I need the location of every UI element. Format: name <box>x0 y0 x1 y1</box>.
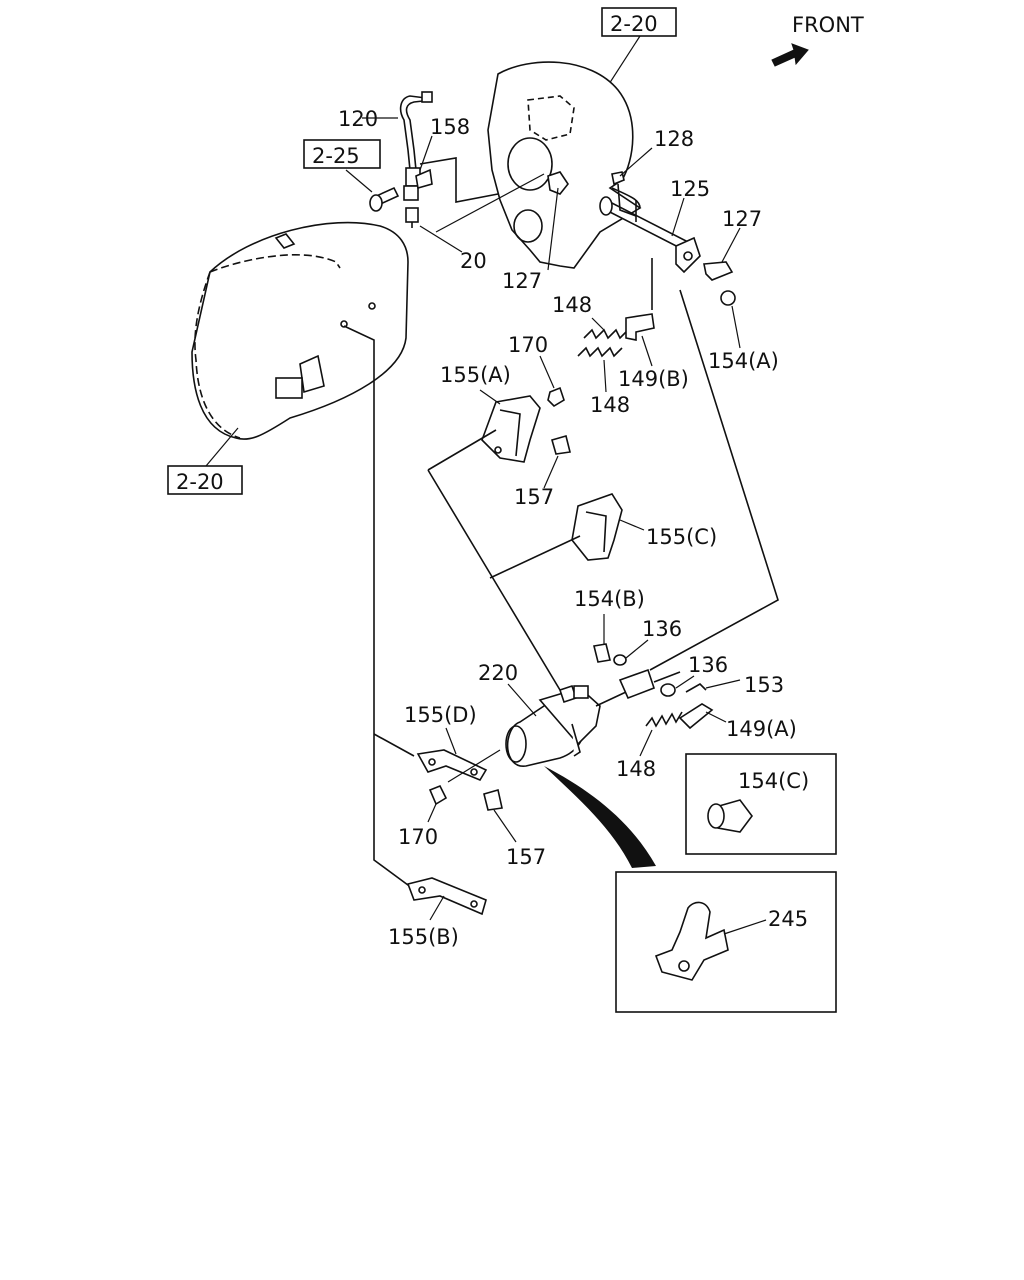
label-148-lower: 148 <box>616 757 656 781</box>
detail-box-154c <box>685 753 837 855</box>
label-136-lower: 136 <box>688 653 728 677</box>
bracket-155c <box>571 493 623 561</box>
reference-label: 2-25 <box>312 144 360 168</box>
label-148-upper: 148 <box>552 293 592 317</box>
reference-box-2-20-top[interactable]: 2-20 <box>601 7 677 37</box>
label-136-upper: 136 <box>642 617 682 641</box>
label-154c: 154(C) <box>738 769 809 793</box>
reference-label: 2-20 <box>176 470 224 494</box>
actuator-220 <box>505 668 681 767</box>
label-155c: 155(C) <box>646 525 717 549</box>
label-220: 220 <box>478 661 518 685</box>
detail-box-245 <box>615 871 837 1013</box>
fitting-20 <box>405 207 419 228</box>
label-20: 20 <box>460 249 487 273</box>
label-154b: 154(B) <box>574 587 645 611</box>
reference-label: 2-20 <box>610 12 658 36</box>
flywheel-housing <box>487 61 642 269</box>
label-157-lower: 157 <box>506 845 546 869</box>
bracket-155b <box>406 877 487 916</box>
label-149b: 149(B) <box>618 367 689 391</box>
front-label: FRONT <box>792 13 864 37</box>
label-127-right: 127 <box>722 207 762 231</box>
label-170-lower: 170 <box>398 825 438 849</box>
exhaust-brake-linkage <box>547 171 736 306</box>
label-155a: 155(A) <box>440 363 511 387</box>
reference-box-2-20-left[interactable]: 2-20 <box>167 465 243 495</box>
air-pipe-120 <box>399 91 433 201</box>
reference-box-2-25[interactable]: 2-25 <box>303 139 381 169</box>
label-153: 153 <box>744 673 784 697</box>
return-springs-148 <box>577 328 629 358</box>
label-155b: 155(B) <box>388 925 459 949</box>
front-indicator: FRONT <box>771 13 864 67</box>
label-170-upper: 170 <box>508 333 548 357</box>
callout-labels: 120 158 128 125 127 127 20 148 148 148 1… <box>338 107 809 949</box>
label-157-upper: 157 <box>514 485 554 509</box>
exhaust-brake-valve <box>191 221 409 440</box>
label-120: 120 <box>338 107 378 131</box>
bracket-155a <box>481 395 541 463</box>
label-158: 158 <box>430 115 470 139</box>
label-154a: 154(A) <box>708 349 779 373</box>
label-149a: 149(A) <box>726 717 797 741</box>
label-155d: 155(D) <box>404 703 477 727</box>
label-245: 245 <box>768 907 808 931</box>
label-127-center: 127 <box>502 269 542 293</box>
front-arrow-icon <box>771 43 809 67</box>
label-128: 128 <box>654 127 694 151</box>
label-125: 125 <box>670 177 710 201</box>
bracket-155d <box>416 749 488 782</box>
label-148-middle: 148 <box>590 393 630 417</box>
